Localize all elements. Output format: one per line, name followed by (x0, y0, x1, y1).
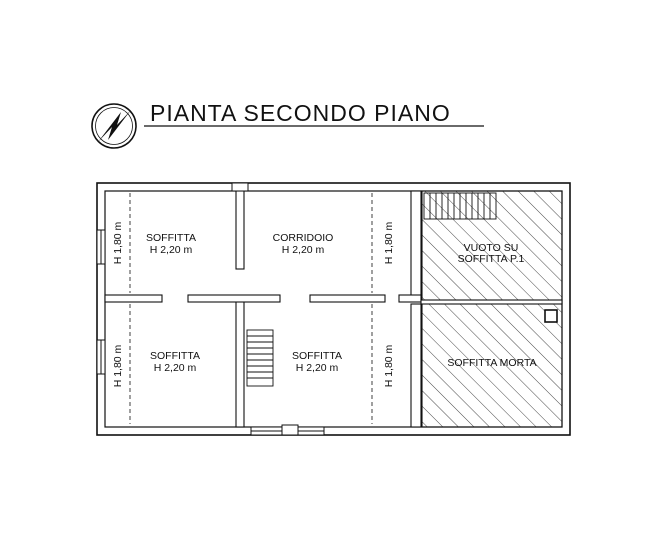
room-label-bottom-mid: SOFFITTA (292, 350, 342, 362)
room-label-bottom-left: SOFFITTA (150, 350, 200, 362)
room-label-top-right-2: SOFFITTA P.1 (458, 253, 525, 265)
height-mark-mid-top: H 1,80 m (383, 221, 395, 264)
room-height-top-left: H 2,20 m (150, 244, 193, 256)
room-label-bottom-right: SOFFITTA MORTA (447, 357, 536, 369)
title-block: PIANTA SECONDO PIANO (91, 100, 484, 149)
staircase-top (423, 192, 497, 220)
hatched-rooms (421, 190, 563, 428)
windows (96, 182, 325, 436)
room-height-bottom-mid: H 2,20 m (296, 362, 339, 374)
height-lines (129, 193, 373, 424)
height-mark-left-bottom: H 1,80 m (112, 344, 124, 387)
chimney (544, 309, 558, 323)
void-area (421, 190, 563, 302)
room-label-top-right: VUOTO SU (464, 242, 519, 254)
north-arrow-icon (91, 103, 137, 149)
height-mark-mid-bottom: H 1,80 m (383, 344, 395, 387)
room-height-top-mid: H 2,20 m (282, 244, 325, 256)
room-height-bottom-left: H 2,20 m (154, 362, 197, 374)
room-label-top-left: SOFFITTA (146, 232, 196, 244)
staircase-bottom (246, 329, 274, 387)
height-mark-left-top: H 1,80 m (112, 221, 124, 264)
interior-walls (104, 190, 563, 428)
page-title: PIANTA SECONDO PIANO (150, 100, 451, 126)
room-label-top-mid: CORRIDOIO (273, 232, 334, 244)
dead-attic-area (421, 302, 563, 428)
